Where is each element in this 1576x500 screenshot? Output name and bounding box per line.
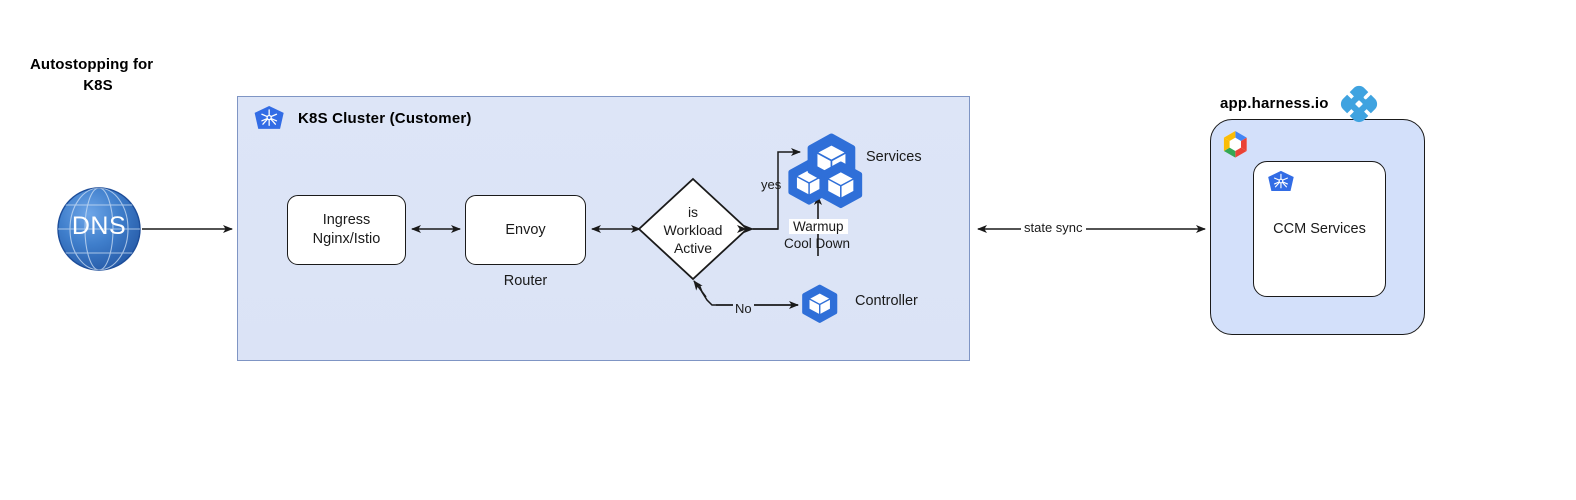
page-title-line1: Autostopping for xyxy=(30,56,154,73)
controller-label: Controller xyxy=(855,293,918,309)
edge-label-yes: yes xyxy=(761,177,782,192)
page-title-line2: K8S xyxy=(83,77,113,94)
pods-cluster-icon xyxy=(788,133,863,209)
edge-label-no: No xyxy=(733,301,754,316)
dns-label: DNS xyxy=(71,212,127,240)
k8s-cluster-label: K8S Cluster (Customer) xyxy=(298,110,472,127)
warmup-label: Warmup xyxy=(789,219,848,234)
globe-meridians xyxy=(58,188,140,270)
page-title: Autostopping for K8S xyxy=(30,33,230,117)
decision-diamond xyxy=(637,177,749,281)
harness-diamond-icon xyxy=(1340,85,1378,123)
services-label: Services xyxy=(866,149,922,165)
decision-label: is Workload Active xyxy=(663,204,723,256)
harness-title: app.harness.io xyxy=(1220,95,1329,112)
pod-icon xyxy=(802,284,838,323)
ingress-node[interactable]: Ingress Nginx/Istio xyxy=(287,195,406,265)
envoy-node[interactable]: Envoy xyxy=(465,195,586,265)
cooldown-label: Cool Down xyxy=(784,236,851,251)
dns-node xyxy=(57,187,141,271)
kubernetes-icon xyxy=(254,105,284,129)
kubernetes-icon xyxy=(1268,170,1294,192)
ccm-services-label: CCM Services xyxy=(1273,221,1366,237)
google-cloud-icon xyxy=(1223,131,1247,158)
edge-no-into-diamond xyxy=(693,280,707,298)
edge-label-state-sync: state sync xyxy=(1021,220,1086,235)
router-caption: Router xyxy=(503,273,548,289)
